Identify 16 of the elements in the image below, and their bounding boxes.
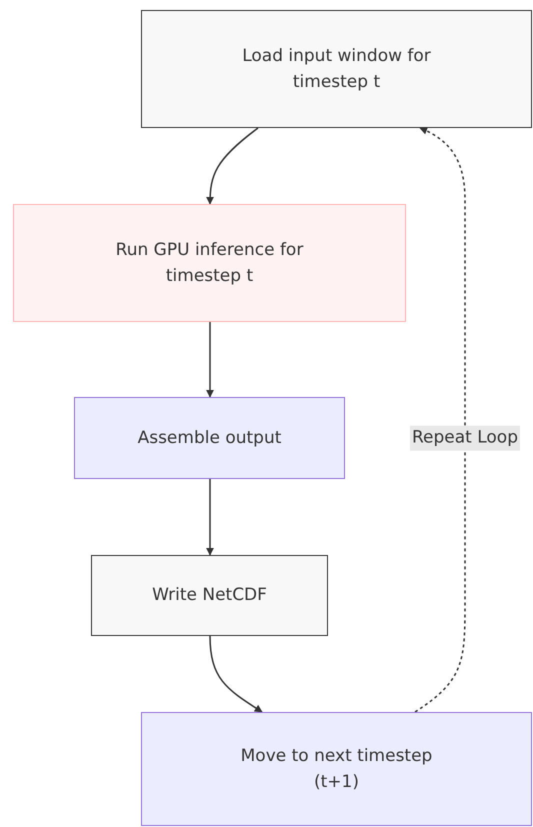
arrow bbox=[206, 322, 214, 398]
node-label: Assemble output bbox=[138, 426, 282, 450]
node-label: Load input window for timestep t bbox=[241, 44, 432, 94]
process-box bbox=[141, 712, 532, 826]
process-box bbox=[141, 10, 532, 128]
arrow bbox=[206, 479, 214, 556]
process-box bbox=[13, 204, 406, 322]
node-label: Run GPU inference for timestep t bbox=[114, 238, 304, 288]
node-label: Move to next timestep (t+1) bbox=[240, 744, 434, 794]
process-box bbox=[91, 555, 328, 636]
dotted-arrow bbox=[414, 127, 466, 713]
edge-label: Repeat Loop bbox=[410, 426, 520, 450]
node-label: Write NetCDF bbox=[152, 584, 267, 608]
process-box bbox=[74, 397, 345, 479]
arrow bbox=[209, 636, 263, 713]
arrow bbox=[206, 127, 258, 205]
